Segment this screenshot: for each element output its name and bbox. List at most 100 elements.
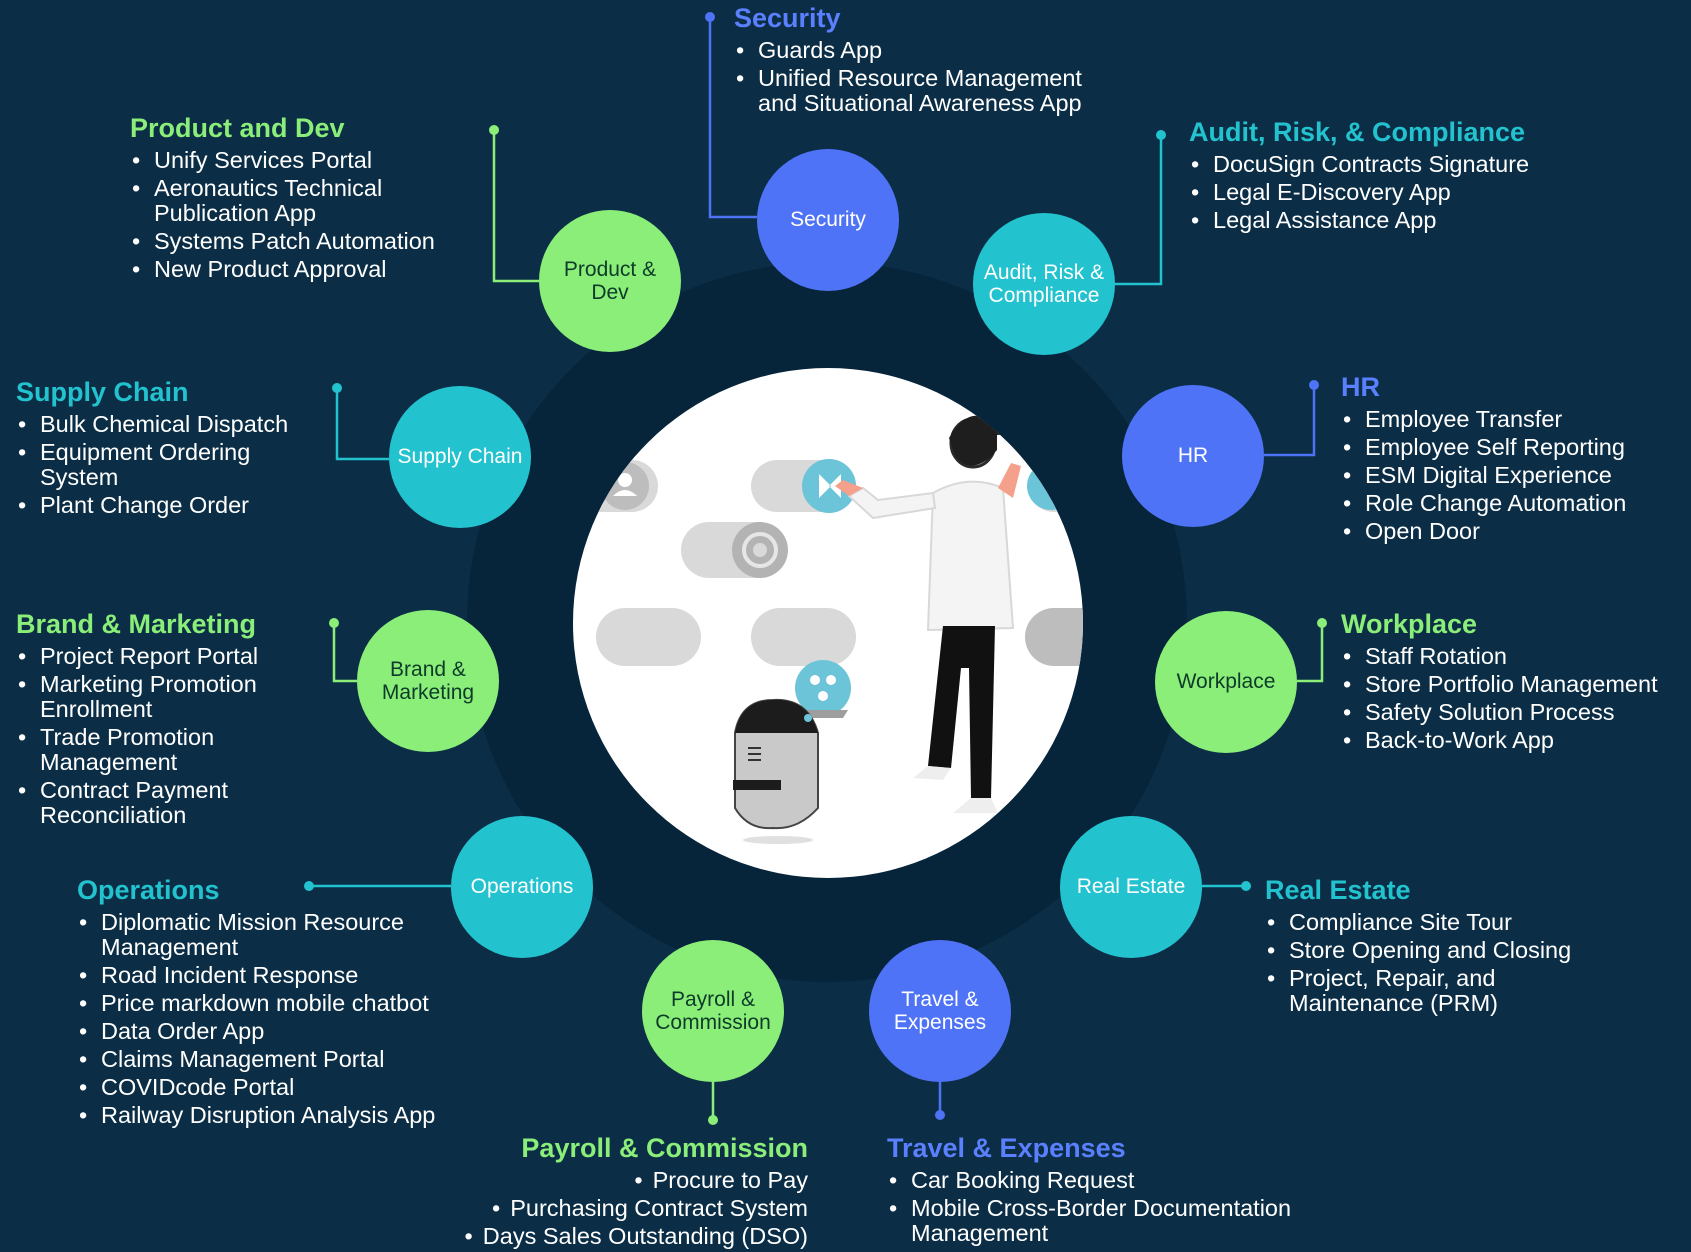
list-item: Staff Rotation <box>1341 643 1661 669</box>
list-item: Legal E-Discovery App <box>1189 179 1589 205</box>
node-security-label: Security <box>790 208 866 232</box>
list-item: Employee Self Reporting <box>1341 434 1686 460</box>
node-travel-expenses[interactable]: Travel & Expenses <box>869 940 1011 1082</box>
toggle-pill <box>596 608 701 666</box>
node-product-label: Product & Dev <box>563 257 657 304</box>
list-item: Data Order App <box>77 1018 497 1044</box>
node-security[interactable]: Security <box>757 149 899 291</box>
list-item: Store Portfolio Management <box>1341 671 1661 697</box>
group-hr: HR Employee Transfer Employee Self Repor… <box>1341 372 1686 547</box>
group-travel-list: Car Booking Request Mobile Cross-Border … <box>887 1167 1297 1246</box>
group-product-dev: Product and Dev Unify Services Portal Ae… <box>130 113 480 285</box>
list-item: Aeronautics Technical Publication App <box>130 175 480 226</box>
group-supply-chain: Supply Chain Bulk Chemical Dispatch Equi… <box>16 377 316 521</box>
list-item: Mobile Cross-Border Documentation Manage… <box>887 1195 1297 1246</box>
list-item: Trade Promotion Management <box>16 724 306 775</box>
brand-connector <box>332 623 357 683</box>
group-real-estate-list: Compliance Site Tour Store Opening and C… <box>1265 909 1595 1016</box>
list-item: Bulk Chemical Dispatch <box>16 411 316 437</box>
travel-connector-dot <box>935 1110 945 1120</box>
operations-connector-dot <box>304 881 314 891</box>
list-item: Car Booking Request <box>887 1167 1297 1193</box>
list-item: Systems Patch Automation <box>130 228 480 254</box>
list-item: Railway Disruption Analysis App <box>77 1102 497 1128</box>
list-item: Price markdown mobile chatbot <box>77 990 497 1016</box>
group-product-list: Unify Services Portal Aeronautics Techni… <box>130 147 480 282</box>
node-product-dev[interactable]: Product & Dev <box>539 210 681 352</box>
security-connector <box>708 17 757 219</box>
list-item: Days Sales Outstanding (DSO) <box>420 1223 808 1249</box>
list-item: Compliance Site Tour <box>1265 909 1595 935</box>
group-travel-title: Travel & Expenses <box>887 1133 1126 1163</box>
hr-connector <box>1264 385 1316 457</box>
list-item: ESM Digital Experience <box>1341 462 1686 488</box>
node-real-estate[interactable]: Real Estate <box>1060 816 1202 958</box>
group-brand-title: Brand & Marketing <box>16 609 257 639</box>
list-item: Open Door <box>1341 518 1686 544</box>
group-travel-expenses: Travel & Expenses Car Booking Request Mo… <box>887 1133 1297 1249</box>
security-connector-dot <box>705 12 715 22</box>
product-connector-dot <box>489 125 499 135</box>
list-item: Diplomatic Mission Resource Management <box>77 909 497 960</box>
group-brand-marketing: Brand & Marketing Project Report Portal … <box>16 609 306 831</box>
node-operations-label: Operations <box>470 875 574 899</box>
supply-connector-dot <box>332 383 342 393</box>
node-real-estate-label: Real Estate <box>1076 875 1186 899</box>
node-brand-label: Brand & Marketing <box>381 657 475 704</box>
group-security: Security Guards App Unified Resource Man… <box>734 3 1094 119</box>
group-audit-title: Audit, Risk, & Compliance <box>1189 117 1526 147</box>
list-item: Safety Solution Process <box>1341 699 1661 725</box>
center-illustration <box>573 368 1083 878</box>
group-audit-list: DocuSign Contracts Signature Legal E-Dis… <box>1189 151 1589 233</box>
brand-connector-dot <box>329 618 339 628</box>
node-payroll-label: Payroll & Commission <box>655 987 771 1034</box>
node-hr-label: HR <box>1177 444 1209 468</box>
list-item: Plant Change Order <box>16 492 316 518</box>
list-item: Contract Payment Reconciliation <box>16 777 306 828</box>
hr-connector-dot <box>1309 380 1319 390</box>
workplace-connector-dot <box>1317 618 1327 628</box>
list-item: DocuSign Contracts Signature <box>1189 151 1589 177</box>
group-real-estate: Real Estate Compliance Site Tour Store O… <box>1265 875 1595 1019</box>
workplace-connector <box>1297 623 1324 683</box>
group-payroll-list: Procure to Pay Purchasing Contract Syste… <box>420 1167 808 1249</box>
group-supply-title: Supply Chain <box>16 377 189 407</box>
node-audit-label: Audit, Risk & Compliance <box>983 260 1105 307</box>
group-payroll-title: Payroll & Commission <box>521 1133 808 1163</box>
node-travel-label: Travel & Expenses <box>893 987 987 1034</box>
group-product-title: Product and Dev <box>130 113 345 143</box>
node-supply-label: Supply Chain <box>397 445 523 469</box>
node-payroll-commission[interactable]: Payroll & Commission <box>642 940 784 1082</box>
list-item: Project Report Portal <box>16 643 306 669</box>
group-hr-title: HR <box>1341 372 1380 402</box>
group-brand-list: Project Report Portal Marketing Promotio… <box>16 643 306 828</box>
node-brand-marketing[interactable]: Brand & Marketing <box>357 610 499 752</box>
list-item: Store Opening and Closing <box>1265 937 1595 963</box>
list-item: Equipment Ordering System <box>16 439 316 490</box>
list-item: Guards App <box>734 37 1094 63</box>
list-item: COVIDcode Portal <box>77 1074 497 1100</box>
group-payroll-commission: Payroll & Commission Procure to Pay Purc… <box>420 1133 808 1252</box>
product-connector <box>492 130 539 283</box>
list-item: New Product Approval <box>130 256 480 282</box>
list-item: Procure to Pay <box>420 1167 808 1193</box>
node-hr[interactable]: HR <box>1122 385 1264 527</box>
node-audit-risk-compliance[interactable]: Audit, Risk & Compliance <box>973 213 1115 355</box>
node-supply-chain[interactable]: Supply Chain <box>389 386 531 528</box>
group-operations-list: Diplomatic Mission Resource Management R… <box>77 909 497 1128</box>
list-item: Unified Resource Management and Situatio… <box>734 65 1094 116</box>
group-workplace: Workplace Staff Rotation Store Portfolio… <box>1341 609 1661 756</box>
node-workplace-label: Workplace <box>1176 670 1276 694</box>
node-workplace[interactable]: Workplace <box>1155 611 1297 753</box>
list-item: Project, Repair, and Maintenance (PRM) <box>1265 965 1595 1016</box>
group-security-list: Guards App Unified Resource Management a… <box>734 37 1094 116</box>
list-item: Purchasing Contract System <box>420 1195 808 1221</box>
list-item: Claims Management Portal <box>77 1046 497 1072</box>
group-operations-title: Operations <box>77 875 220 905</box>
list-item: Unify Services Portal <box>130 147 480 173</box>
group-audit-risk-compliance: Audit, Risk, & Compliance DocuSign Contr… <box>1189 117 1589 236</box>
toggle-pill <box>751 608 856 666</box>
group-real-estate-title: Real Estate <box>1265 875 1411 905</box>
